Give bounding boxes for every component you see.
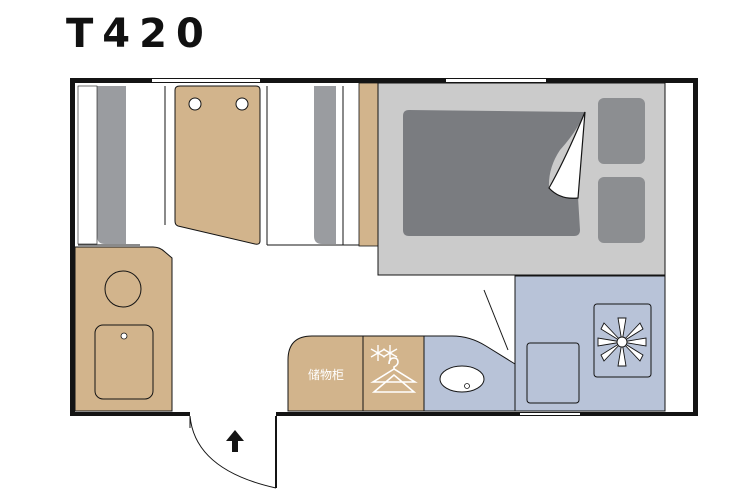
toilet-icon bbox=[104, 270, 142, 308]
drain-icon bbox=[120, 332, 128, 340]
dinette-bench-left-cushion bbox=[97, 86, 126, 244]
dinette-table bbox=[174, 85, 261, 245]
snowflake-icon bbox=[370, 345, 398, 361]
dinette-backrest-left bbox=[77, 85, 98, 245]
pillow-icon bbox=[598, 98, 645, 164]
entry-door bbox=[189, 415, 277, 489]
storage-cabinet-label: 储物柜 bbox=[308, 367, 344, 382]
table-leg-icon bbox=[235, 97, 249, 111]
sink-drain-icon bbox=[464, 383, 470, 389]
dinette-bench-right-cushion bbox=[314, 86, 336, 244]
table-leg-icon bbox=[188, 97, 202, 111]
pillow-icon bbox=[598, 177, 645, 243]
model-title: T420 bbox=[66, 11, 213, 57]
outer-walls bbox=[70, 78, 698, 417]
bed-cover bbox=[403, 110, 585, 236]
fridge-wardrobe bbox=[362, 335, 425, 412]
wardrobe-strip bbox=[358, 82, 379, 247]
bed-cover-fold bbox=[548, 111, 586, 199]
entry-arrow-icon bbox=[226, 430, 244, 452]
sink-icon bbox=[439, 365, 485, 393]
kitchen-cupboard bbox=[526, 342, 580, 404]
hanger-icon bbox=[370, 357, 418, 393]
wash-basin-icon bbox=[94, 324, 154, 400]
stove-flame-icon bbox=[597, 317, 647, 367]
